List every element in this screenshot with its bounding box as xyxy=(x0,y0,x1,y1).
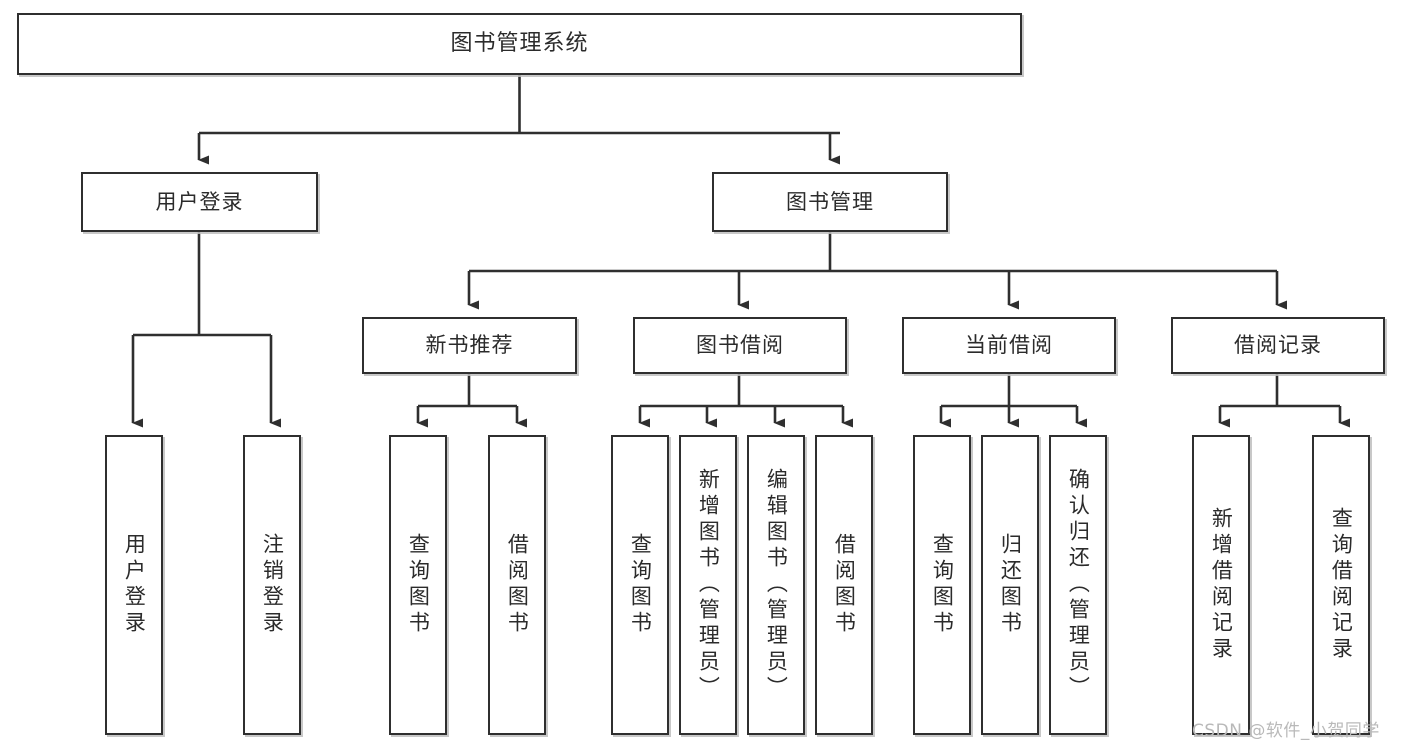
node-label: 借阅记录 xyxy=(1234,333,1322,358)
node-user-login[interactable]: 用户登录 xyxy=(81,172,318,232)
leaf-borrow-book-borrowing[interactable]: 借阅图书 xyxy=(815,435,873,735)
leaf-query-book-current-borrowing[interactable]: 查询图书 xyxy=(913,435,971,735)
leaf-query-book-new-book-rec[interactable]: 查询图书 xyxy=(389,435,447,735)
leaf-edit-book-admin[interactable]: 编辑图书（管理员） xyxy=(747,435,805,735)
leaf-query-book-borrowing[interactable]: 查询图书 xyxy=(611,435,669,735)
node-label: 借阅图书 xyxy=(505,533,530,637)
node-label: 查询图书 xyxy=(628,533,653,637)
node-label: 新增借阅记录 xyxy=(1209,507,1234,663)
node-label: 图书借阅 xyxy=(696,333,784,358)
node-label: 编辑图书（管理员） xyxy=(764,468,789,702)
leaf-add-borrowing-record[interactable]: 新增借阅记录 xyxy=(1192,435,1250,735)
node-label: 借阅图书 xyxy=(832,533,857,637)
leaf-borrow-book-new-book-rec[interactable]: 借阅图书 xyxy=(488,435,546,735)
leaf-logout-login[interactable]: 注销登录 xyxy=(243,435,301,735)
csdn-watermark: CSDN @软件_小贺同学 xyxy=(1192,721,1380,741)
leaf-user-login[interactable]: 用户登录 xyxy=(105,435,163,735)
node-label: 确认归还（管理员） xyxy=(1066,468,1091,702)
node-new-book-recommendation[interactable]: 新书推荐 xyxy=(362,317,577,374)
node-borrowing-record[interactable]: 借阅记录 xyxy=(1171,317,1385,374)
node-label: 注销登录 xyxy=(260,533,285,637)
node-label: 查询借阅记录 xyxy=(1329,507,1354,663)
node-label: 当前借阅 xyxy=(965,333,1053,358)
node-label: 新书推荐 xyxy=(425,333,514,358)
node-label: 新增图书（管理员） xyxy=(696,468,721,702)
leaf-return-book[interactable]: 归还图书 xyxy=(981,435,1039,735)
node-label: 查询图书 xyxy=(406,533,431,637)
node-book-management[interactable]: 图书管理 xyxy=(712,172,948,232)
leaf-query-borrowing-record[interactable]: 查询借阅记录 xyxy=(1312,435,1370,735)
node-current-borrowing[interactable]: 当前借阅 xyxy=(902,317,1116,374)
node-label: 用户登录 xyxy=(122,533,147,637)
node-book-borrowing[interactable]: 图书借阅 xyxy=(633,317,847,374)
node-label: 查询图书 xyxy=(930,533,955,637)
node-label: 用户登录 xyxy=(155,189,244,214)
leaf-confirm-return-admin[interactable]: 确认归还（管理员） xyxy=(1049,435,1107,735)
node-label: 归还图书 xyxy=(998,533,1023,637)
node-label: 图书管理 xyxy=(786,189,874,214)
node-root-book-management-system[interactable]: 图书管理系统 xyxy=(17,13,1022,75)
node-label: 图书管理系统 xyxy=(450,31,589,57)
leaf-add-book-admin[interactable]: 新增图书（管理员） xyxy=(679,435,737,735)
